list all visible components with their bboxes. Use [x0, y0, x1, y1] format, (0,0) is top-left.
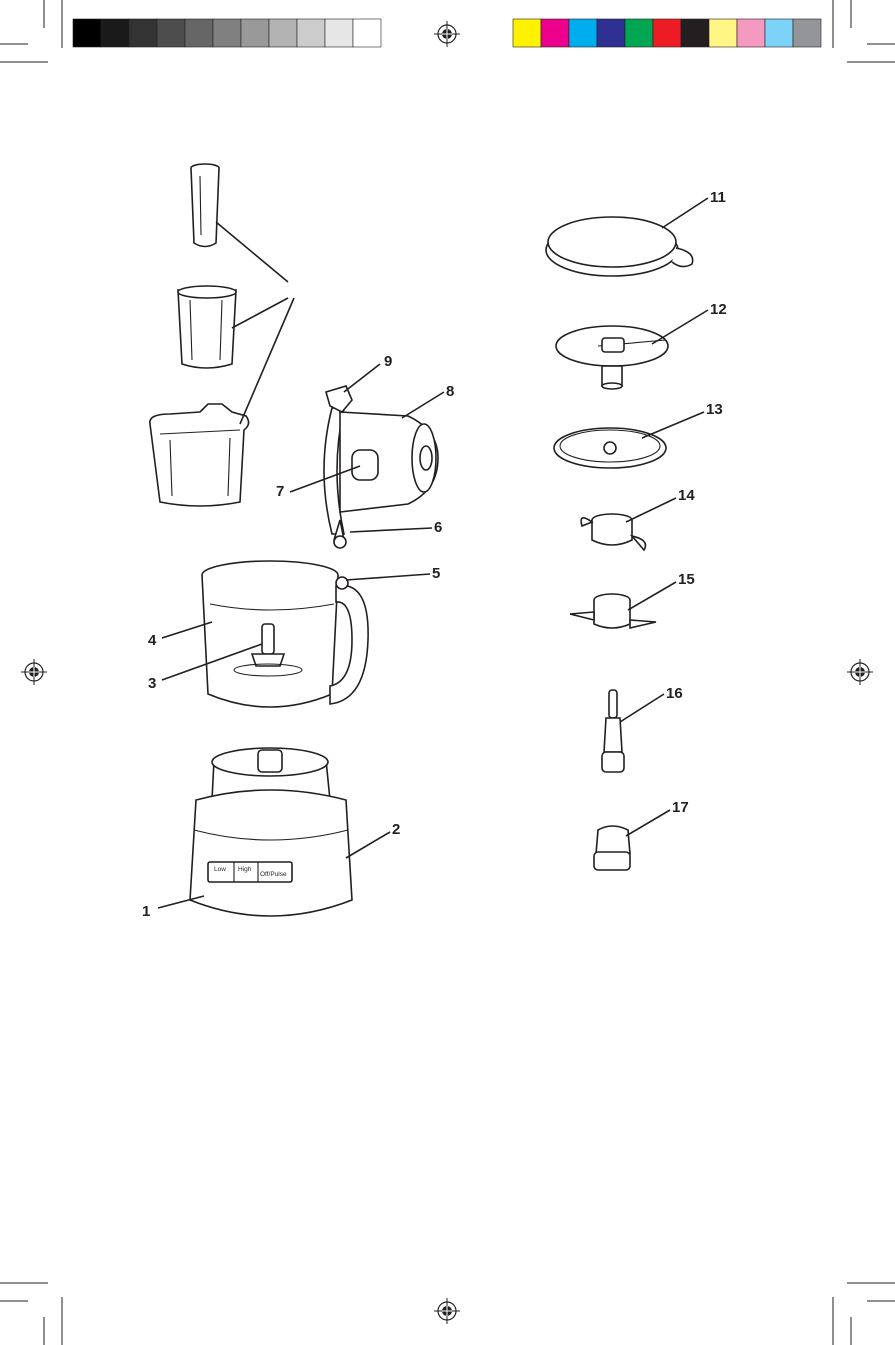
- callout-7: 7: [276, 483, 284, 500]
- drive-adapter: [594, 826, 630, 870]
- callout-13: 13: [706, 401, 723, 418]
- color-bar: [513, 19, 821, 47]
- callout-8: 8: [446, 383, 454, 400]
- shredding-disc: [554, 428, 666, 468]
- storage-case-lid: [546, 217, 693, 276]
- callout-11: 11: [710, 189, 726, 206]
- callout-1: 1: [142, 903, 150, 920]
- slicing-disc: [556, 326, 668, 389]
- small-food-pusher: [191, 164, 219, 247]
- callout-12: 12: [710, 301, 727, 318]
- color-swatch: [793, 19, 821, 47]
- high-button-label: High: [238, 866, 252, 873]
- callout-5: 5: [432, 565, 440, 582]
- grayscale-bar: [73, 19, 381, 47]
- grayscale-swatch: [269, 19, 297, 47]
- grayscale-swatch: [325, 19, 353, 47]
- grayscale-swatch: [129, 19, 157, 47]
- callout-14: 14: [678, 487, 695, 504]
- callout-16: 16: [666, 685, 683, 702]
- grayscale-swatch: [185, 19, 213, 47]
- grayscale-swatch: [353, 19, 381, 47]
- motor-base: Low High Off/Pulse: [190, 748, 352, 916]
- grayscale-swatch: [241, 19, 269, 47]
- callout-9: 9: [384, 353, 392, 370]
- registration-target-icon: [434, 21, 460, 47]
- feed-tube-lid: [324, 386, 438, 548]
- color-swatch: [653, 19, 681, 47]
- color-swatch: [765, 19, 793, 47]
- whisk-adapter: [602, 690, 624, 772]
- dough-blade: [581, 514, 645, 550]
- callout-4: 4: [148, 632, 157, 649]
- color-swatch: [737, 19, 765, 47]
- color-swatch: [709, 19, 737, 47]
- grayscale-swatch: [101, 19, 129, 47]
- callout-2: 2: [392, 821, 400, 838]
- grayscale-swatch: [213, 19, 241, 47]
- registration-target-icon: [21, 659, 47, 685]
- color-swatch: [541, 19, 569, 47]
- registration-target-icon: [847, 659, 873, 685]
- color-swatch: [681, 19, 709, 47]
- registration-target-icon: [434, 1298, 460, 1324]
- color-swatch: [569, 19, 597, 47]
- multipurpose-blade: [570, 594, 656, 628]
- callout-17: 17: [672, 799, 689, 816]
- grayscale-swatch: [297, 19, 325, 47]
- color-swatch: [597, 19, 625, 47]
- callout-6: 6: [434, 519, 442, 536]
- color-swatch: [513, 19, 541, 47]
- color-swatch: [625, 19, 653, 47]
- callout-15: 15: [678, 571, 695, 588]
- grayscale-swatch: [157, 19, 185, 47]
- medium-food-pusher: [178, 286, 236, 368]
- off-pulse-button-label: Off/Pulse: [260, 871, 287, 878]
- large-food-pusher: [150, 404, 249, 506]
- low-button-label: Low: [214, 866, 226, 873]
- callout-3: 3: [148, 675, 156, 692]
- work-bowl: [202, 561, 368, 707]
- grayscale-swatch: [73, 19, 101, 47]
